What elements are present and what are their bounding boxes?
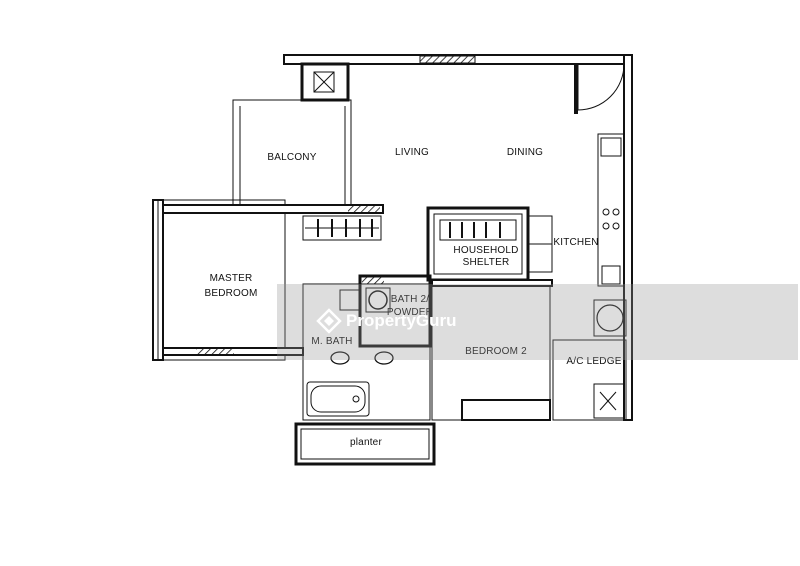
- ac-cross-2: [599, 391, 617, 411]
- planter-outline: [294, 422, 436, 466]
- entrance-door-swing: [577, 63, 625, 111]
- kitchen-fridge: [601, 265, 621, 285]
- household-shelter-label-1: HOUSEHOLD: [453, 245, 518, 256]
- kitchen-sink: [600, 137, 622, 157]
- master-top-wall: [162, 204, 384, 214]
- washing-machine-box: [593, 299, 627, 337]
- bath-partition: [362, 276, 384, 284]
- bedroom2-bottom-wall: [461, 399, 551, 421]
- bedroom2-label: BEDROOM 2: [465, 346, 527, 357]
- kitchen-hob: [602, 208, 620, 230]
- planter-inner: [300, 428, 430, 460]
- bath2-basin: [368, 290, 388, 310]
- ac-ledge-outline: [552, 339, 627, 421]
- master-bath-label: M. BATH: [311, 336, 352, 347]
- living-label: LIVING: [395, 147, 429, 158]
- ac-ledge-box: [593, 383, 625, 419]
- bath2-toilet: [374, 351, 394, 365]
- household-shelter-label-2: SHELTER: [463, 257, 510, 268]
- ac-ledge-label: A/C LEDGE: [566, 356, 621, 367]
- shaft-inner: [313, 71, 335, 93]
- shaft-cross-2: [313, 71, 335, 93]
- shelter-hangers: [449, 222, 501, 238]
- balcony-label: BALCONY: [267, 152, 316, 163]
- wardrobe-hangers: [317, 219, 373, 237]
- top-wall-hatch: [419, 55, 476, 64]
- watermark-brand: PropertyGuru: [346, 311, 457, 330]
- service-shaft: [300, 62, 350, 102]
- household-shelter: [426, 206, 530, 282]
- bedroom2-top-wall: [431, 279, 553, 287]
- washing-machine: [596, 304, 624, 332]
- dining-label: DINING: [507, 147, 543, 158]
- master-wardrobe: [302, 215, 382, 241]
- planter-label: planter: [350, 437, 382, 448]
- right-wall: [623, 54, 633, 421]
- bath2-powder-label-1: BATH 2/: [391, 294, 429, 305]
- propertyguru-watermark: PropertyGuru: [316, 308, 457, 334]
- bath2-basin-box: [365, 287, 391, 313]
- shelter-inner: [433, 213, 523, 275]
- mbath-basin-box: [339, 289, 361, 311]
- entrance-door: [574, 64, 578, 114]
- kitchen-counter: [597, 133, 625, 287]
- bath2-outline: [358, 274, 432, 348]
- kitchen-label: KITCHEN: [553, 237, 598, 248]
- bathtub-inner: [310, 385, 366, 413]
- propertyguru-logo-icon: [316, 308, 342, 334]
- mbath-toilet: [330, 351, 350, 365]
- watermark-band: [277, 284, 798, 360]
- master-bottom-hatch: [196, 349, 234, 354]
- master-bedroom-label-1: MASTER: [210, 273, 253, 284]
- bath2-powder-label-2: POWDER: [387, 307, 433, 318]
- master-top-hatch: [348, 206, 380, 212]
- bathtub: [306, 381, 370, 417]
- shelter-shelf: [439, 219, 517, 241]
- master-bedroom-label-2: BEDROOM: [204, 288, 257, 299]
- bathtub-drain: [352, 395, 360, 403]
